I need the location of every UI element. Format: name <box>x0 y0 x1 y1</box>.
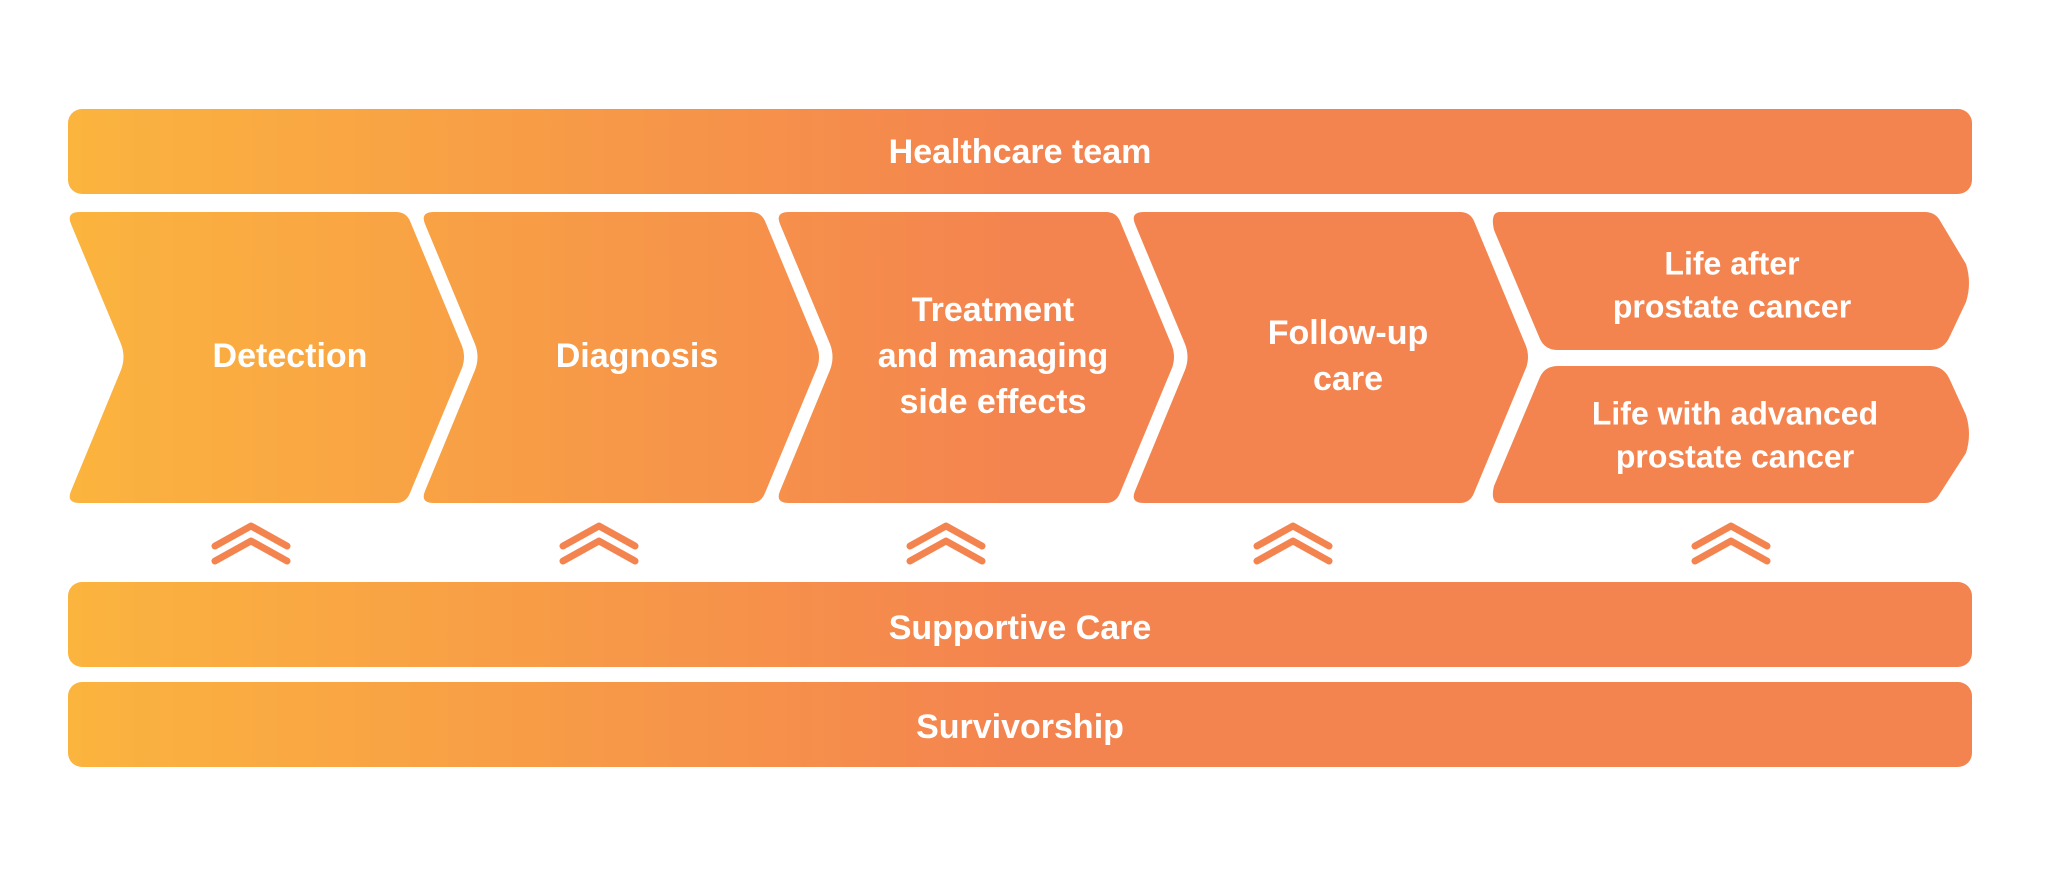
double-chevron-up-icon <box>1691 522 1771 565</box>
stage-life-after-shape <box>1492 212 1969 350</box>
double-chevron-up-icon <box>1253 522 1333 565</box>
stage-detection-label: Detection <box>213 337 368 375</box>
pathway-stages: Detection Diagnosis Treatment and managin… <box>69 212 1969 503</box>
stage-diagnosis-label: Diagnosis <box>556 337 718 375</box>
stage-label-line: Life with advanced <box>1592 396 1878 432</box>
stage-diagnosis-shape <box>423 212 819 503</box>
stage-label-line: side effects <box>899 383 1086 421</box>
double-chevron-up-icon <box>211 522 291 565</box>
survivorship-label: Survivorship <box>916 708 1124 746</box>
stage-label-line: prostate cancer <box>1613 289 1851 325</box>
stage-label-line: prostate cancer <box>1616 439 1854 475</box>
stage-life-with-advanced-shape <box>1492 366 1969 503</box>
stage-detection-shape <box>69 212 465 503</box>
double-chevron-up-icon <box>559 522 639 565</box>
stage-life-with-advanced-label: Life with advanced prostate cancer <box>1592 396 1878 475</box>
survivorship-bar: Survivorship <box>68 682 1972 767</box>
healthcare-team-label: Healthcare team <box>889 133 1152 171</box>
stage-treatment-shape <box>778 212 1174 503</box>
stage-follow-up-label: Follow-up care <box>1268 314 1429 398</box>
stage-label-line: Treatment <box>912 291 1075 329</box>
supportive-care-label: Supportive Care <box>889 609 1152 647</box>
stage-label-line: Life after <box>1664 246 1799 282</box>
stage-follow-up-shape <box>1133 212 1528 503</box>
stage-life-after-label: Life after prostate cancer <box>1613 246 1851 325</box>
stage-treatment-label: Treatment and managing side effects <box>878 291 1108 421</box>
stage-label-line: care <box>1313 360 1383 398</box>
stage-label-line: and managing <box>878 337 1108 375</box>
supportive-care-bar: Supportive Care <box>68 582 1972 667</box>
stage-label-line: Detection <box>213 337 368 375</box>
stage-label-line: Follow-up <box>1268 314 1429 352</box>
double-chevron-up-icon <box>906 522 986 565</box>
healthcare-team-bar: Healthcare team <box>68 109 1972 194</box>
stage-label-line: Diagnosis <box>556 337 718 375</box>
support-arrows <box>211 522 1771 565</box>
